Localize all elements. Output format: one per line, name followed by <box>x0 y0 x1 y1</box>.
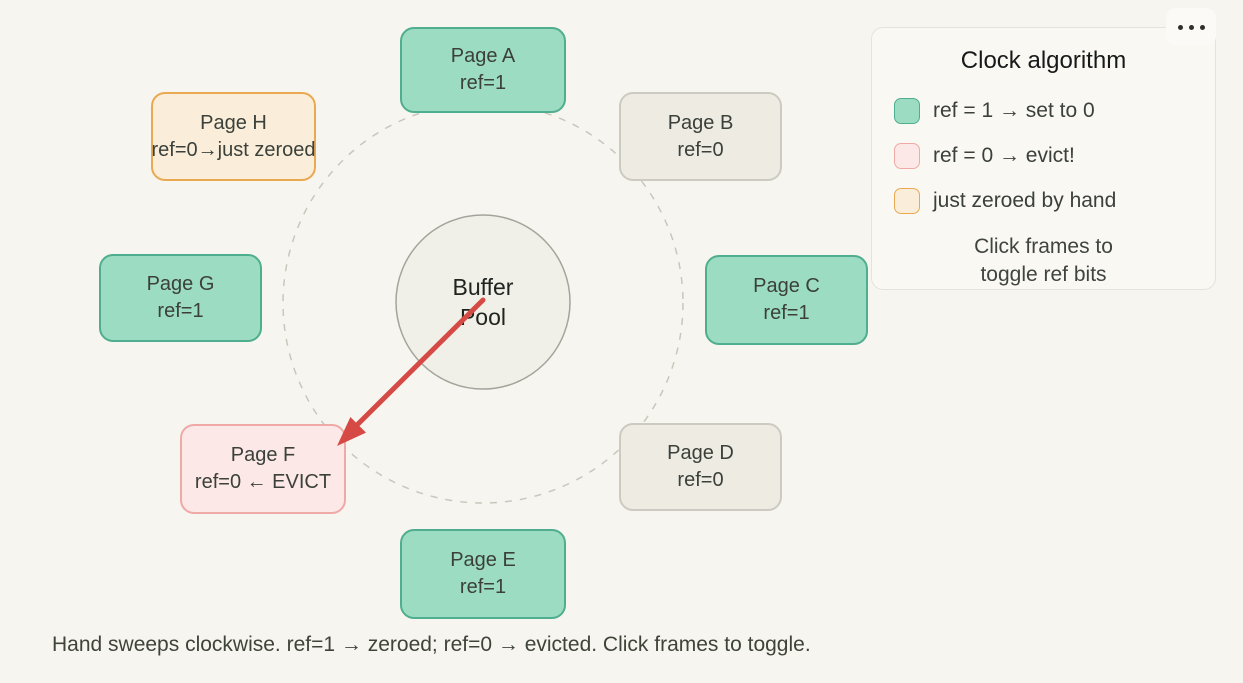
buffer-pool-label: Buffer Pool <box>396 215 570 389</box>
page-frame-f-name: Page F <box>230 444 296 466</box>
legend-note-line1: Click frames to <box>974 235 1113 258</box>
page-frame-c-name: Page C <box>753 275 820 297</box>
ellipsis-icon <box>1199 24 1205 30</box>
page-frame-f-ref: ref=0 ← EVICT <box>194 471 332 493</box>
page-frame-a[interactable]: Page A ref=1 <box>400 27 566 113</box>
page-frame-a-name: Page A <box>450 45 516 67</box>
legend-note-line2: toggle ref bits <box>980 263 1107 286</box>
legend-note: Click frames to toggle ref bits <box>872 233 1215 289</box>
page-frame-b[interactable]: Page B ref=0 <box>619 92 782 181</box>
legend-label-zeroed: just zeroed by hand <box>933 189 1117 212</box>
legend-swatch-zeroed-icon <box>894 188 920 214</box>
page-frame-e-name: Page E <box>450 549 516 571</box>
ellipsis-icon <box>1177 24 1183 30</box>
page-frame-c-ref: ref=1 <box>763 302 810 324</box>
legend-swatch-ref1-icon <box>894 98 920 124</box>
page-frame-g-name: Page G <box>146 273 215 295</box>
page-frame-h-ref: ref=0→just zeroed <box>151 138 316 161</box>
page-frame-d-ref: ref=0 <box>677 469 724 491</box>
page-frame-e-ref: ref=1 <box>459 576 507 598</box>
page-frame-e[interactable]: Page E ref=1 <box>400 529 566 619</box>
page-frame-a-ref: ref=1 <box>459 72 507 94</box>
page-frame-b-ref: ref=0 <box>677 138 724 161</box>
buffer-pool-label-line2: Pool <box>459 304 507 330</box>
page-frame-g[interactable]: Page G ref=1 <box>99 254 262 342</box>
page-frame-f[interactable]: Page F ref=0 ← EVICT <box>180 424 346 514</box>
ellipsis-icon <box>1188 24 1194 30</box>
legend-panel: Clock algorithm ref = 1 → set to 0 ref =… <box>871 27 1216 290</box>
page-frame-b-name: Page B <box>667 111 734 134</box>
page-frame-c[interactable]: Page C ref=1 <box>705 255 868 345</box>
page-frame-g-ref: ref=1 <box>157 300 204 322</box>
buffer-pool-label-line1: Buffer <box>452 274 514 300</box>
more-options-button[interactable] <box>1166 8 1216 46</box>
legend-label-ref1: ref = 1 → set to 0 <box>933 99 1095 122</box>
legend-title: Clock algorithm <box>960 47 1127 74</box>
page-frame-h-name: Page H <box>200 111 267 134</box>
legend-item-evict: ref = 0 → evict! <box>894 143 1215 169</box>
legend-rows: ref = 1 → set to 0 ref = 0 → evict! just… <box>872 98 1215 214</box>
page-frame-d-name: Page D <box>667 442 734 464</box>
diagram-caption: Hand sweeps clockwise. ref=1 → zeroed; r… <box>52 633 811 656</box>
legend-item-zeroed: just zeroed by hand <box>894 188 1215 214</box>
legend-swatch-evict-icon <box>894 143 920 169</box>
page-frame-h[interactable]: Page H ref=0→just zeroed <box>151 92 316 181</box>
legend-item-ref1: ref = 1 → set to 0 <box>894 98 1215 124</box>
legend-label-evict: ref = 0 → evict! <box>933 144 1075 167</box>
page-frame-d[interactable]: Page D ref=0 <box>619 423 782 511</box>
